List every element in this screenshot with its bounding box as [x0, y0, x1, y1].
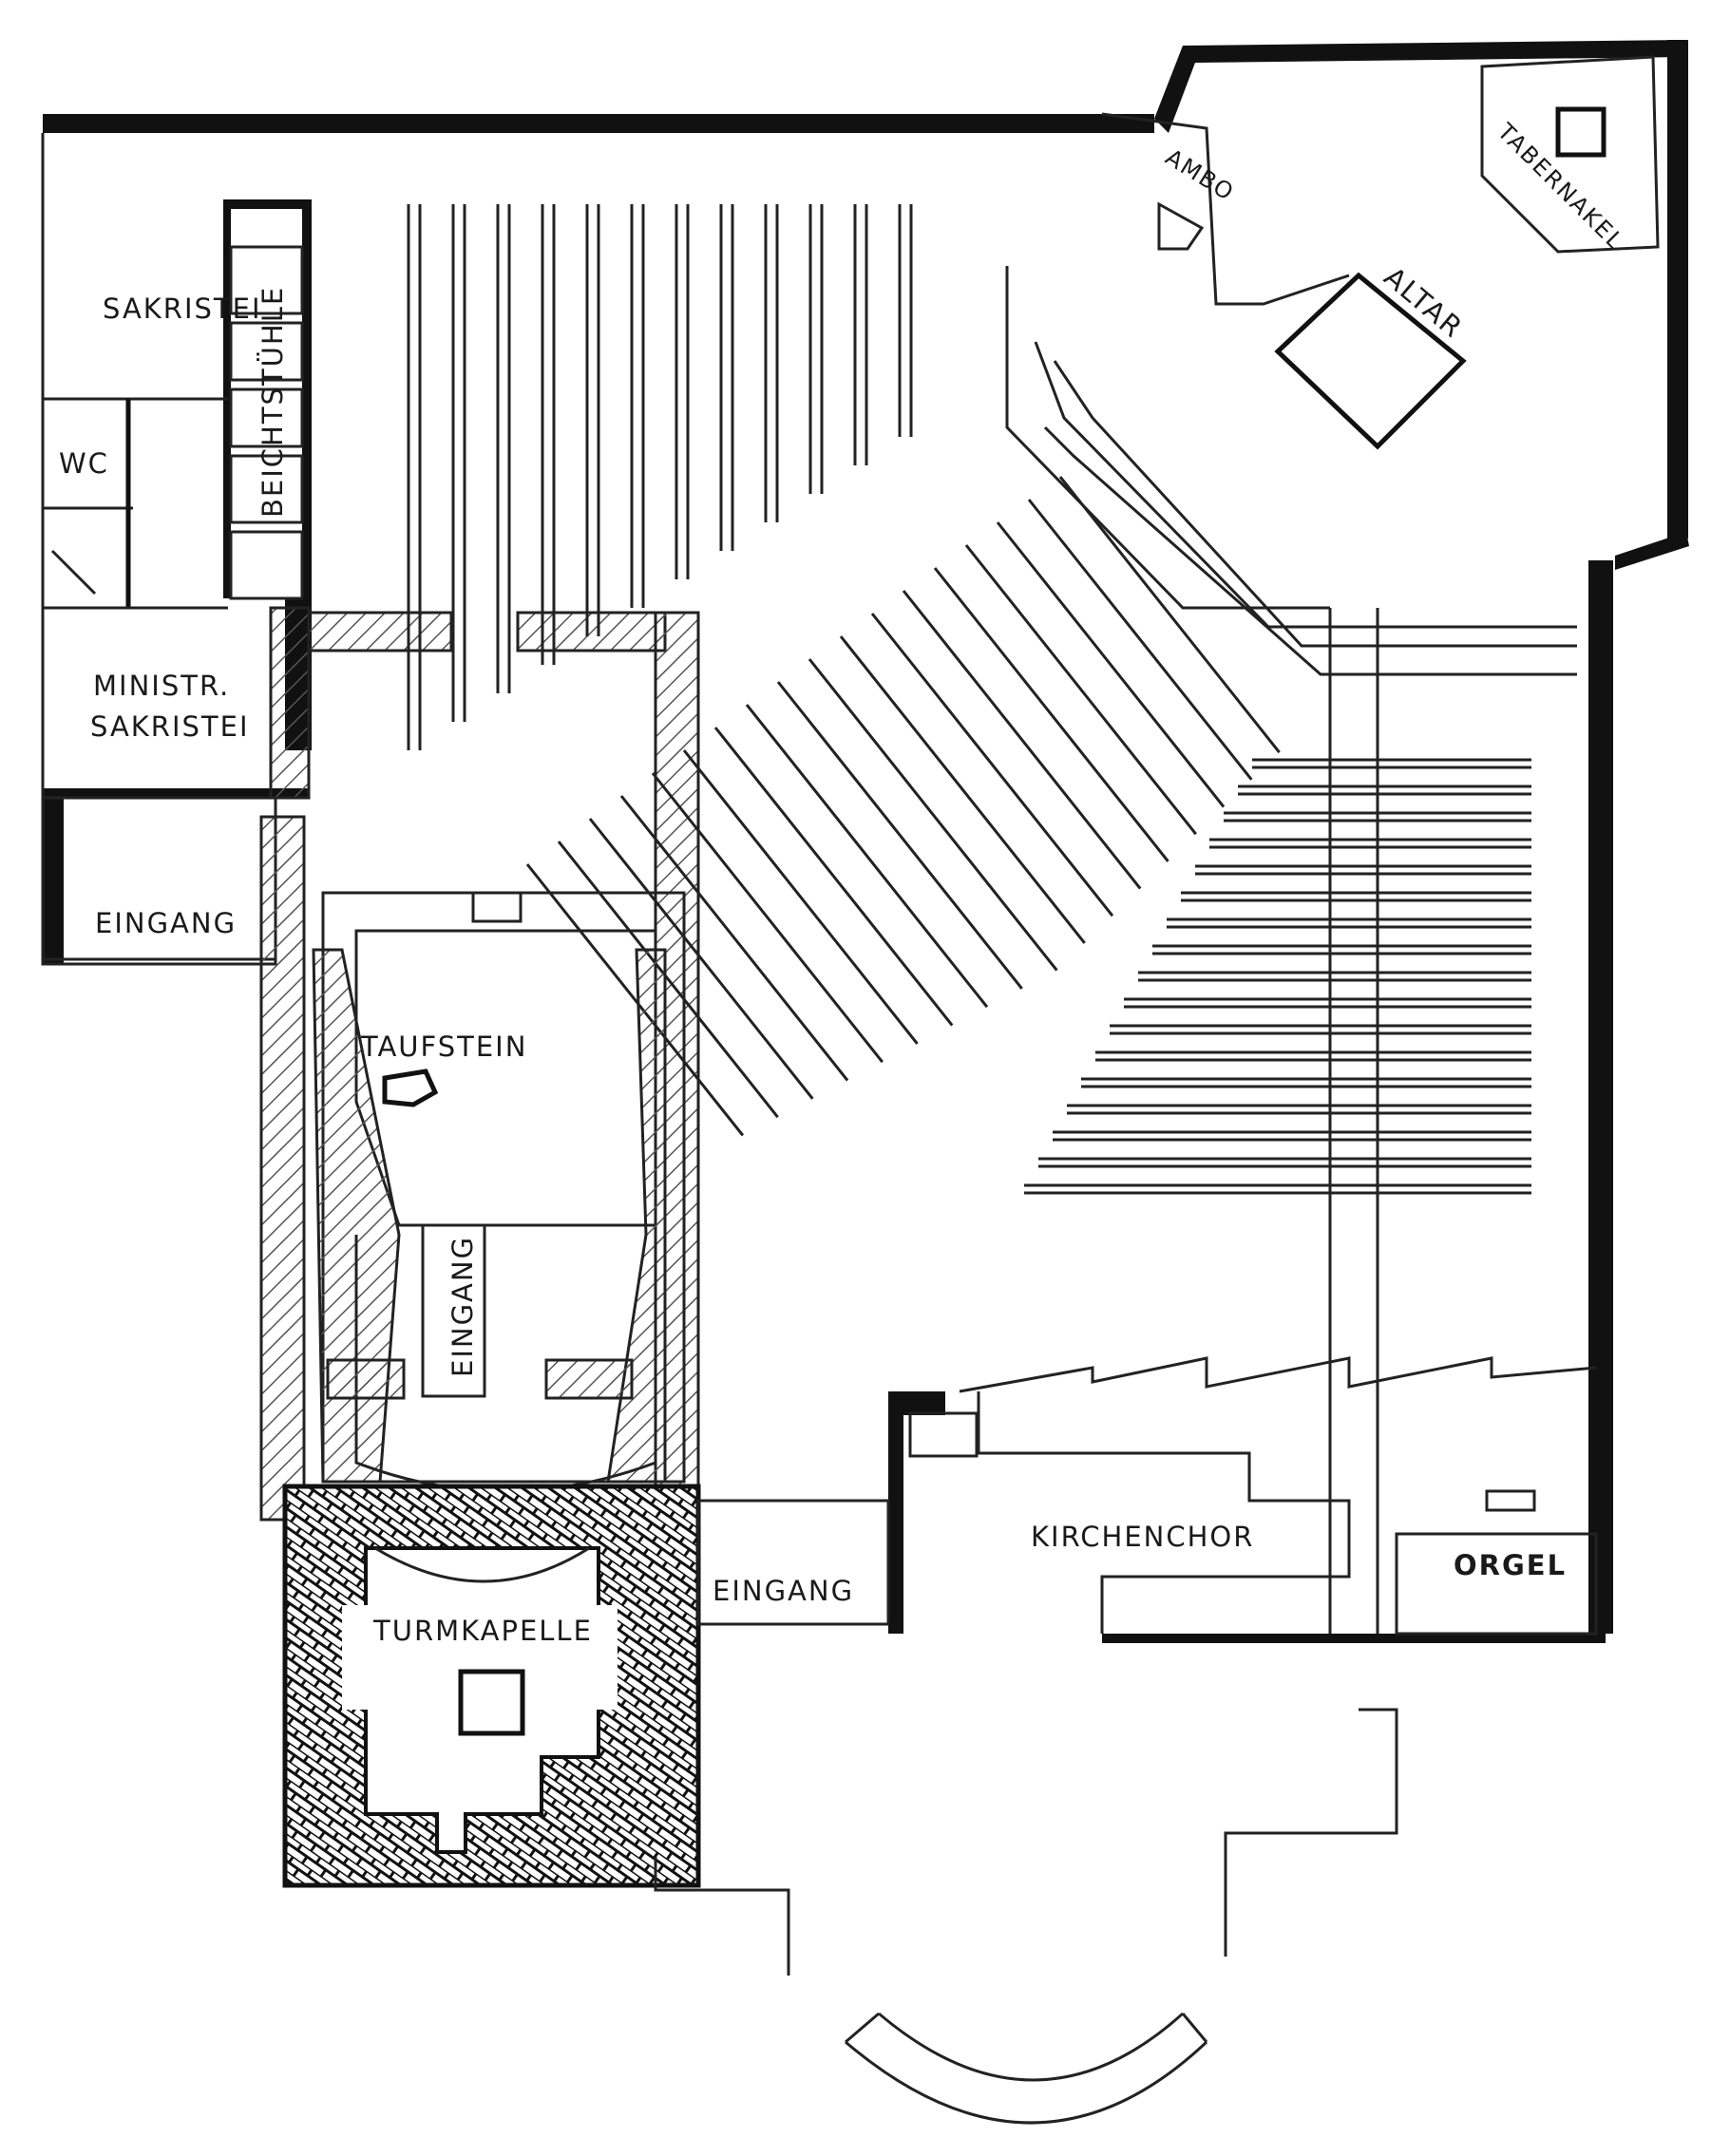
label-sakristei: SAKRISTEI	[103, 293, 262, 325]
chapel-altar	[458, 1669, 525, 1736]
label-orgel: ORGEL	[1454, 1549, 1567, 1581]
pew-diagonal	[996, 521, 1226, 808]
pew-diagonal	[839, 635, 1086, 944]
pew-diagonal	[745, 704, 989, 1009]
pew-diagonal	[964, 544, 1197, 836]
pew-diagonal	[651, 772, 884, 1064]
label-ambo: AMBO	[1161, 143, 1240, 206]
choir-loft	[696, 1356, 1598, 1636]
pew-diagonal	[808, 658, 1058, 972]
label-ministr: MINISTR.	[93, 670, 230, 702]
label-eingang-south: EINGANG	[713, 1575, 854, 1607]
label-wc: WC	[59, 447, 109, 480]
font-stone	[382, 1069, 439, 1107]
pew-diagonal	[619, 795, 849, 1082]
pews-diagonal	[525, 476, 1281, 1137]
entrance-porch	[654, 1708, 1398, 2125]
label-tabernakel: TABERNAKEL	[1492, 118, 1629, 255]
label-taufstein: TAUFSTEIN	[360, 1031, 527, 1063]
pew-diagonal	[902, 590, 1142, 890]
pew-diagonal	[713, 727, 954, 1027]
label-turmkapelle: TURMKAPELLE	[372, 1615, 593, 1647]
tower-chapel	[282, 1484, 701, 1888]
pews-west	[407, 204, 913, 750]
baptistery	[312, 891, 686, 1493]
pew-diagonal	[557, 841, 779, 1119]
label-kirchenchor: KIRCHENCHOR	[1031, 1521, 1254, 1553]
pew-diagonal	[1058, 476, 1281, 754]
pew-diagonal	[870, 613, 1114, 917]
altar-table	[1274, 272, 1467, 450]
pew-diagonal	[682, 749, 919, 1045]
label-eingang-vertical: EINGANG	[447, 1236, 479, 1377]
label-beichtstuehle: BEICHTSTÜHLE	[257, 286, 289, 518]
tabernacle-box	[1555, 106, 1606, 158]
pew-diagonal	[588, 818, 814, 1100]
label-ministr-sakristei: SAKRISTEI	[90, 710, 250, 743]
pews-east	[1024, 758, 1531, 1195]
label-eingang-west: EINGANG	[95, 907, 237, 939]
pew-diagonal	[933, 567, 1169, 862]
pew-diagonal	[525, 863, 745, 1137]
pew-diagonal	[776, 681, 1023, 990]
sanctuary	[1005, 55, 1660, 1634]
pew-diagonal	[1027, 499, 1253, 781]
